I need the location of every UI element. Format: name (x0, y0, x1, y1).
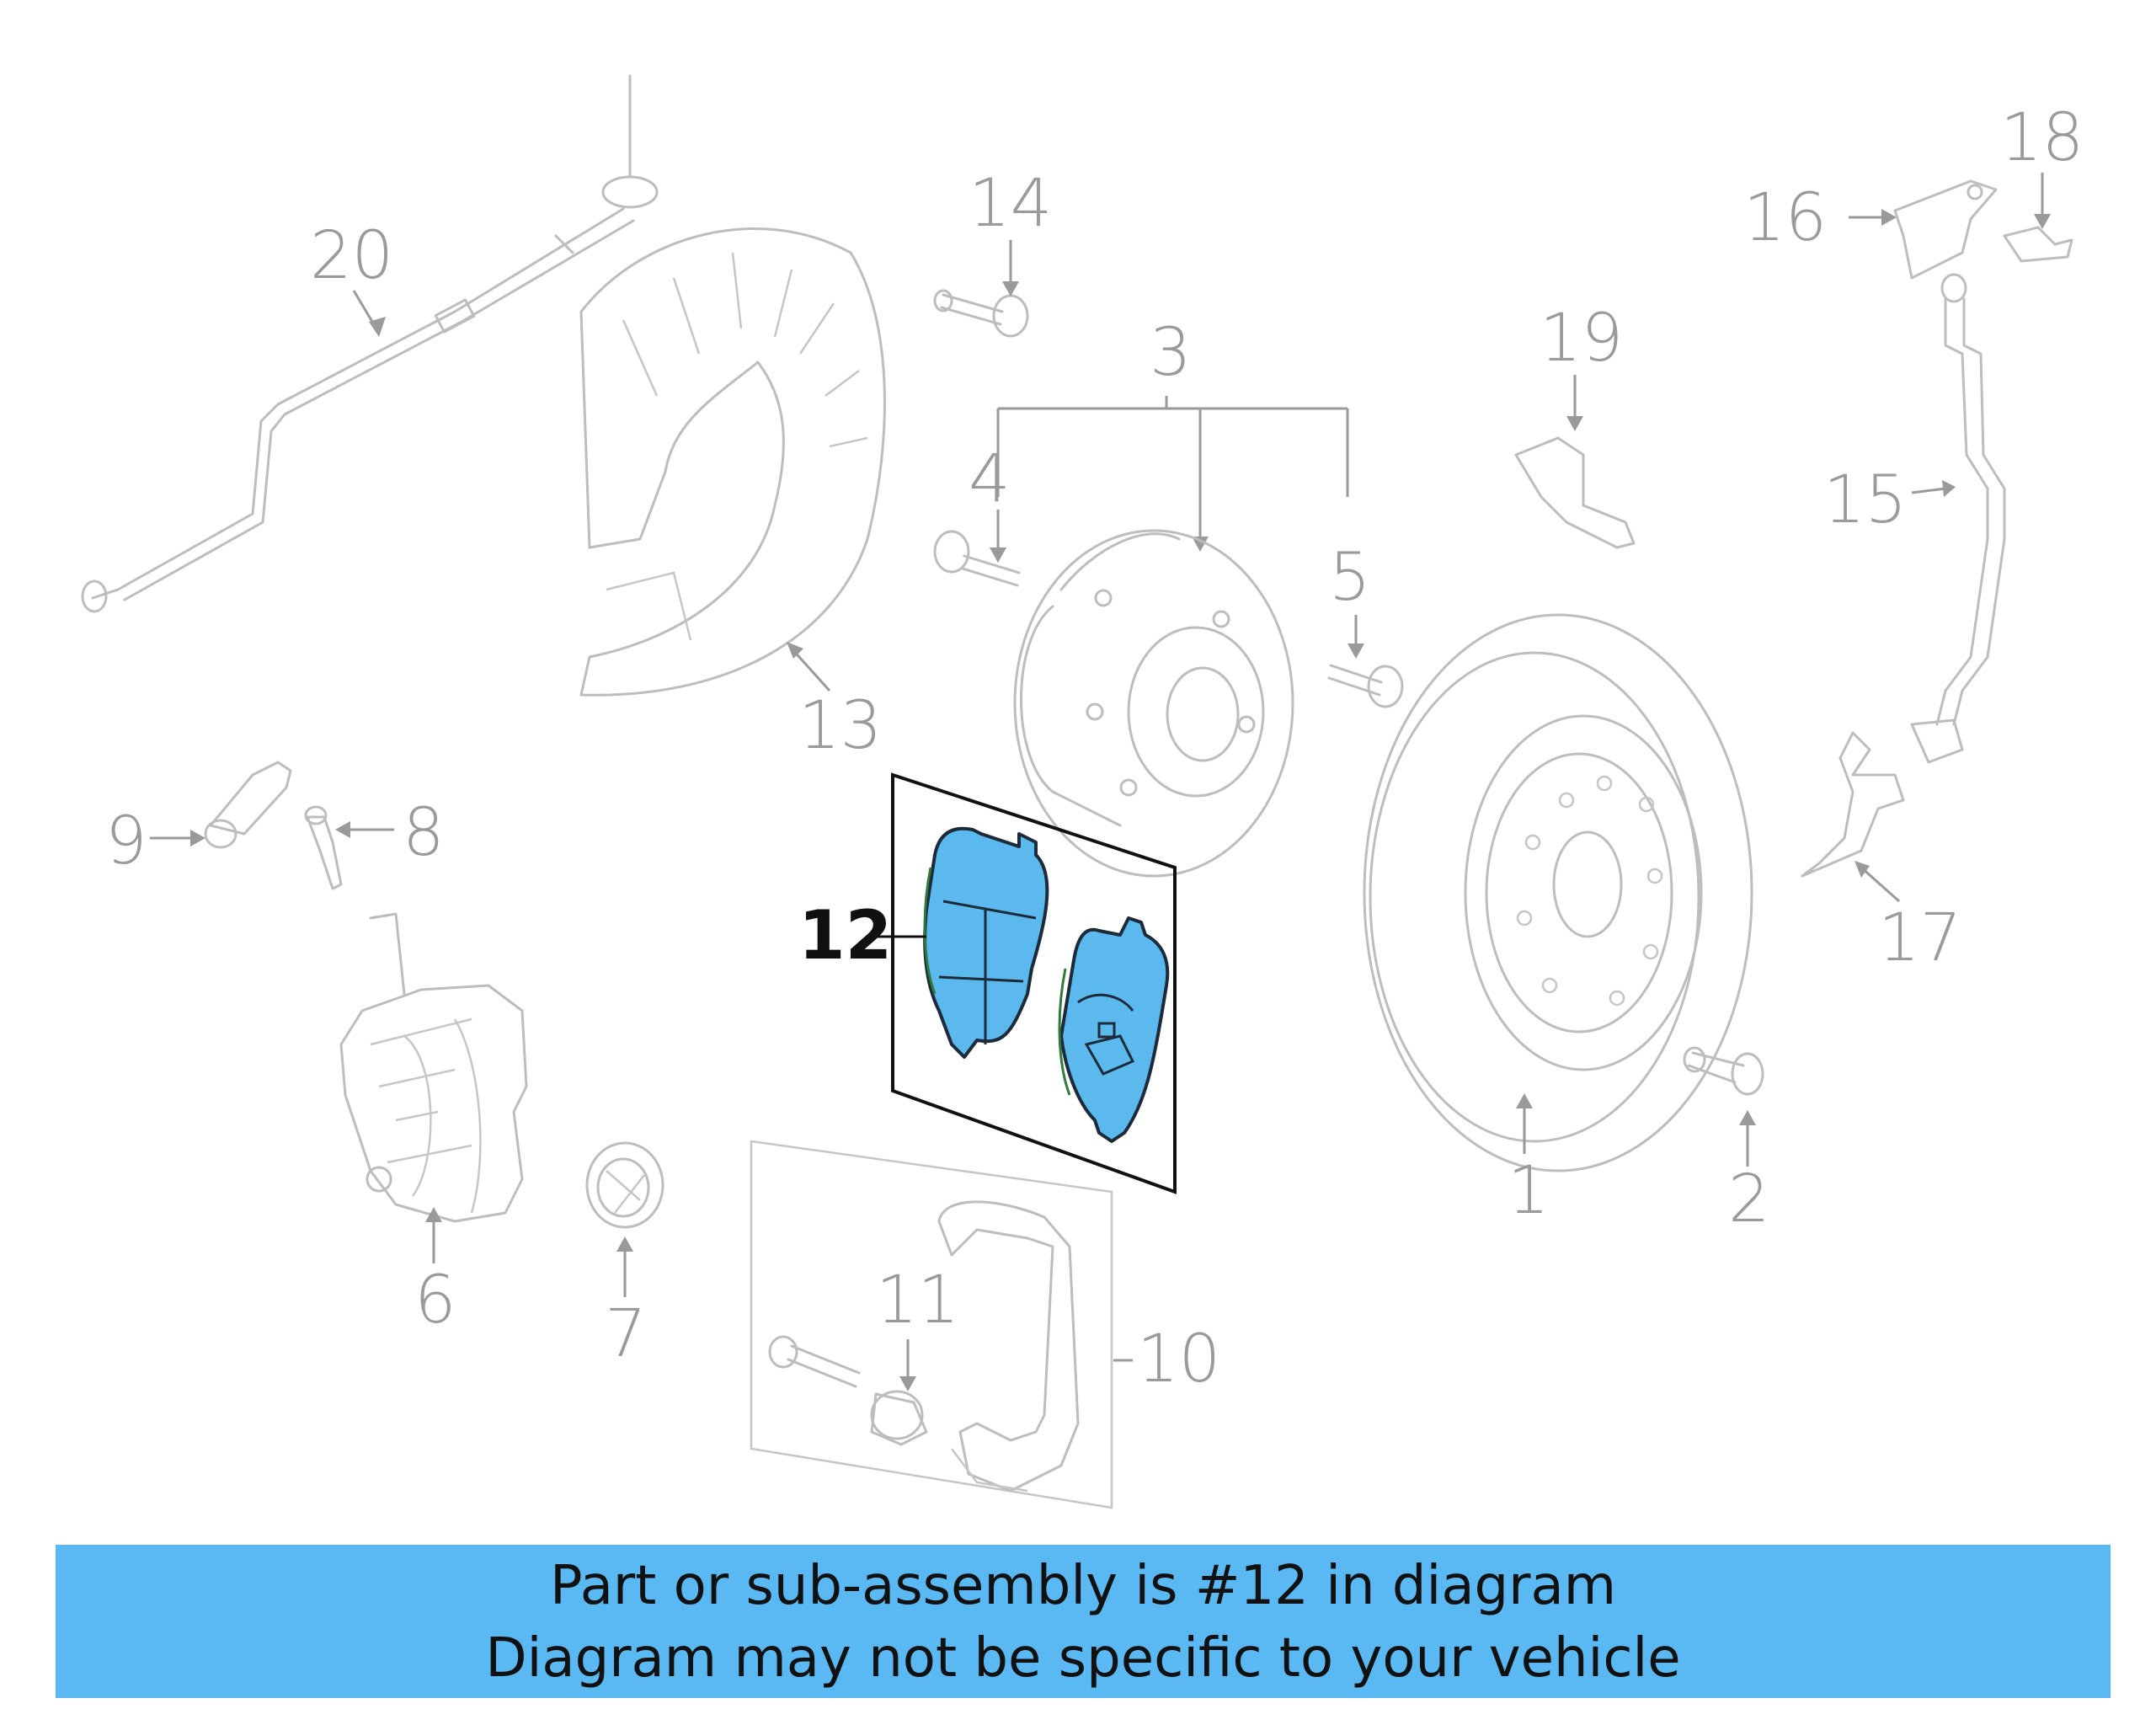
part-8-bleeder-screw[interactable] (304, 805, 343, 890)
label-11: 11 (876, 1263, 959, 1338)
part-13-dust-shield[interactable] (579, 227, 886, 697)
label-15: 15 (1823, 462, 1907, 538)
label-13: 13 (798, 688, 882, 764)
part-6-brake-caliper[interactable] (339, 912, 528, 1223)
part-20-abs-sensor-wire[interactable] (81, 74, 659, 613)
label-6: 6 (414, 1263, 456, 1338)
part-17-bracket[interactable] (1801, 731, 1905, 878)
part-14-bolt[interactable] (933, 289, 1029, 338)
banner-line-1: Part or sub-assembly is #12 in diagram (549, 1555, 1617, 1617)
label-9: 9 (105, 804, 147, 879)
label-8: 8 (403, 795, 445, 871)
part-19-clip[interactable] (1514, 436, 1636, 549)
part-16-bracket[interactable] (1893, 179, 1998, 280)
part-4-bolt[interactable] (933, 530, 1021, 587)
label-16: 16 (1743, 180, 1827, 256)
label-1: 1 (1508, 1153, 1550, 1229)
part-5-bolt[interactable] (1327, 664, 1404, 708)
banner-line-2: Diagram may not be specific to your vehi… (485, 1627, 1681, 1690)
label-7: 7 (605, 1296, 647, 1372)
part-9-bleeder-cap[interactable] (204, 761, 292, 849)
part-15-brake-hose[interactable] (1910, 273, 2006, 764)
label-4: 4 (969, 441, 1011, 517)
label-2: 2 (1728, 1162, 1770, 1237)
label-19: 19 (1540, 301, 1623, 377)
info-banner: Part or sub-assembly is #12 in diagram D… (56, 1545, 2111, 1698)
part-18-clip[interactable] (2003, 226, 2073, 263)
part-2-screw[interactable] (1683, 1046, 1764, 1096)
part-1-brake-rotor[interactable] (1363, 613, 1753, 1172)
part-12-brake-pads[interactable] (891, 772, 1177, 1194)
label-10: 10 (1137, 1322, 1220, 1397)
part-10-caliper-bracket-kit[interactable] (750, 1140, 1113, 1509)
label-14: 14 (969, 166, 1052, 242)
label-20: 20 (310, 218, 393, 294)
label-5: 5 (1329, 540, 1371, 616)
part-7-piston-seal[interactable] (585, 1141, 664, 1229)
part-12-frame (891, 772, 1177, 1194)
label-17: 17 (1878, 900, 1961, 976)
label-18: 18 (2000, 100, 2084, 176)
label-3: 3 (1150, 315, 1192, 391)
part-3-wheel-hub[interactable] (1013, 529, 1294, 878)
